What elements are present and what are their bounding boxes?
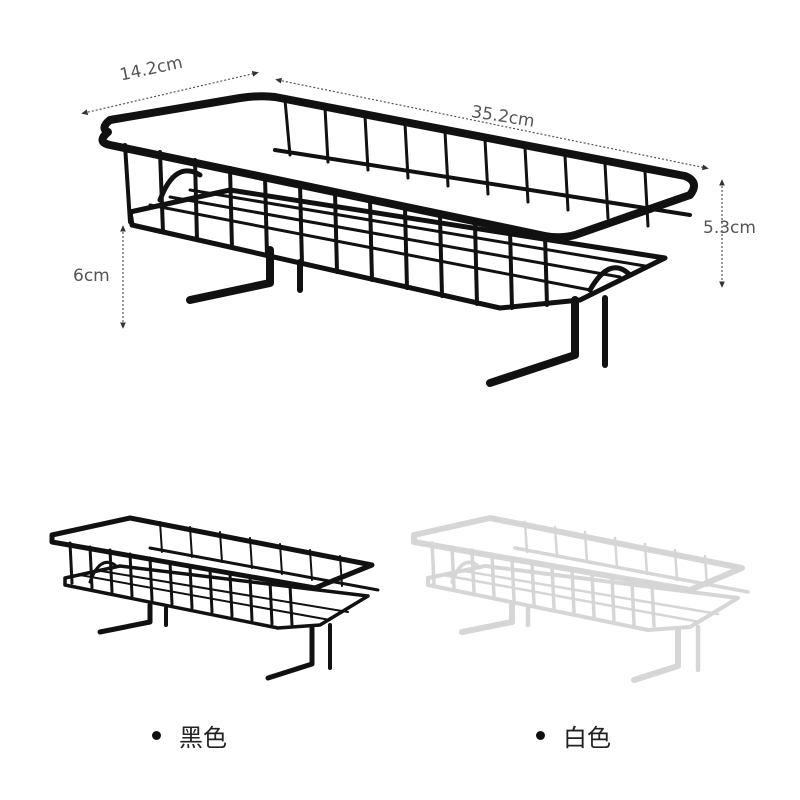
variant-white: 白色 <box>536 718 611 753</box>
dot-icon <box>152 731 161 740</box>
variant-black-label: 黑色 <box>179 724 227 752</box>
depth-dimension-line <box>81 71 259 115</box>
variant-black: 黑色 <box>152 718 227 753</box>
leg-height-label: 6cm <box>73 266 110 286</box>
variant-white-label: 白色 <box>563 724 611 752</box>
length-dimension-line <box>275 77 709 171</box>
basket-height-label: 5.3cm <box>703 218 756 238</box>
dot-icon <box>536 731 545 740</box>
